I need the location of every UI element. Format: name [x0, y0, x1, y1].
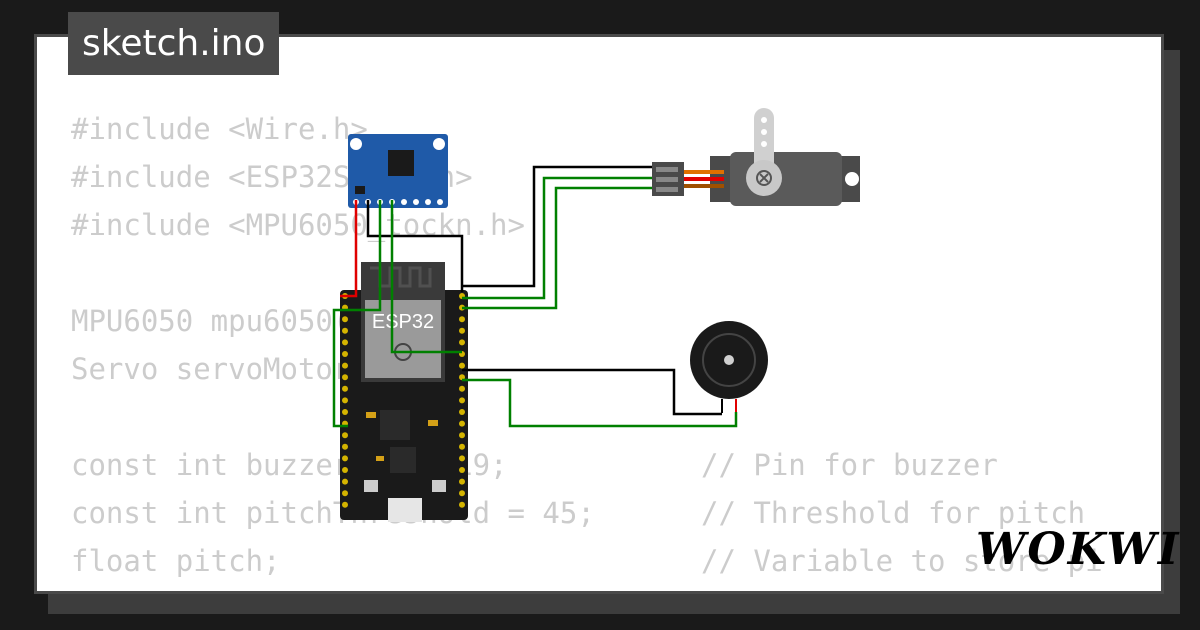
- wires: [332, 165, 738, 428]
- code-text: #include <Wire.h>: [71, 112, 368, 146]
- pin[interactable]: [459, 397, 465, 404]
- pin[interactable]: [342, 362, 348, 369]
- pin[interactable]: [459, 362, 465, 369]
- mpu-pin[interactable]: [413, 199, 419, 205]
- pin[interactable]: [459, 478, 465, 485]
- pin[interactable]: [342, 316, 348, 323]
- pin[interactable]: [459, 420, 465, 427]
- pin[interactable]: [342, 443, 348, 450]
- pin[interactable]: [342, 409, 348, 415]
- pin[interactable]: [342, 455, 348, 462]
- wire-gnd-mpu: [366, 200, 464, 292]
- pin[interactable]: [342, 339, 348, 346]
- servo-horn-icon: [756, 170, 772, 186]
- wire-vcc: [340, 200, 358, 298]
- wire-buzzer-gnd: [462, 368, 722, 416]
- boot-button-icon[interactable]: [432, 480, 446, 492]
- wire-servo-v: [462, 176, 652, 300]
- pin[interactable]: [342, 327, 348, 334]
- pin[interactable]: [342, 490, 348, 497]
- pin[interactable]: [342, 397, 348, 404]
- mpu-pin[interactable]: [425, 199, 431, 205]
- wire-buzzer-signal: [462, 378, 738, 428]
- code-comment: // Pin for buzzer: [701, 448, 998, 482]
- pin[interactable]: [459, 501, 465, 508]
- code-text: float pitch;: [71, 544, 281, 578]
- preview-card: #include <Wire.h>#include <ESP32Servo.h>…: [34, 34, 1164, 594]
- file-tab[interactable]: sketch.ino: [68, 12, 280, 75]
- pin[interactable]: [459, 467, 465, 473]
- mpu-pin[interactable]: [437, 199, 443, 205]
- pin[interactable]: [459, 443, 465, 450]
- pin[interactable]: [459, 490, 465, 497]
- pin[interactable]: [459, 385, 465, 392]
- mpu6050-sensor[interactable]: [348, 134, 448, 208]
- esp32-label: ESP32: [372, 311, 434, 333]
- pin[interactable]: [459, 409, 465, 415]
- code-comment: // Threshold for pitch: [701, 496, 1086, 530]
- pin[interactable]: [342, 432, 348, 439]
- code-comment: // Variable to store pi: [701, 544, 1103, 578]
- code-line-10: float pitch; // Variable to store pi: [71, 537, 1103, 585]
- code-line-1: #include <Wire.h>: [71, 105, 595, 153]
- wire-servo-sig: [462, 186, 652, 310]
- pin[interactable]: [459, 327, 465, 334]
- usb-port-icon: [388, 498, 422, 522]
- pin[interactable]: [342, 467, 348, 473]
- pin[interactable]: [342, 501, 348, 508]
- pin[interactable]: [342, 478, 348, 485]
- en-button-icon[interactable]: [364, 480, 378, 492]
- wire-sda: [390, 200, 462, 354]
- pin[interactable]: [459, 316, 465, 323]
- wire-scl: [332, 200, 382, 428]
- pin[interactable]: [459, 374, 465, 381]
- pin[interactable]: [459, 432, 465, 439]
- servo-motor[interactable]: [652, 108, 860, 206]
- pin[interactable]: [342, 385, 348, 392]
- code-text: Servo servoMotor;: [71, 352, 368, 386]
- esp32-board[interactable]: ESP32: [340, 262, 468, 522]
- pin[interactable]: [342, 374, 348, 381]
- code-line-6: Servo servoMotor;: [71, 345, 595, 393]
- pin[interactable]: [342, 351, 348, 357]
- wokwi-logo: WOKWI: [976, 524, 1181, 575]
- buzzer[interactable]: [690, 321, 768, 413]
- mpu-pin[interactable]: [401, 199, 407, 205]
- pin[interactable]: [459, 339, 465, 346]
- code-background: #include <Wire.h>#include <ESP32Servo.h>…: [71, 105, 1103, 585]
- wire-servo-gnd: [462, 165, 652, 288]
- pin[interactable]: [459, 455, 465, 462]
